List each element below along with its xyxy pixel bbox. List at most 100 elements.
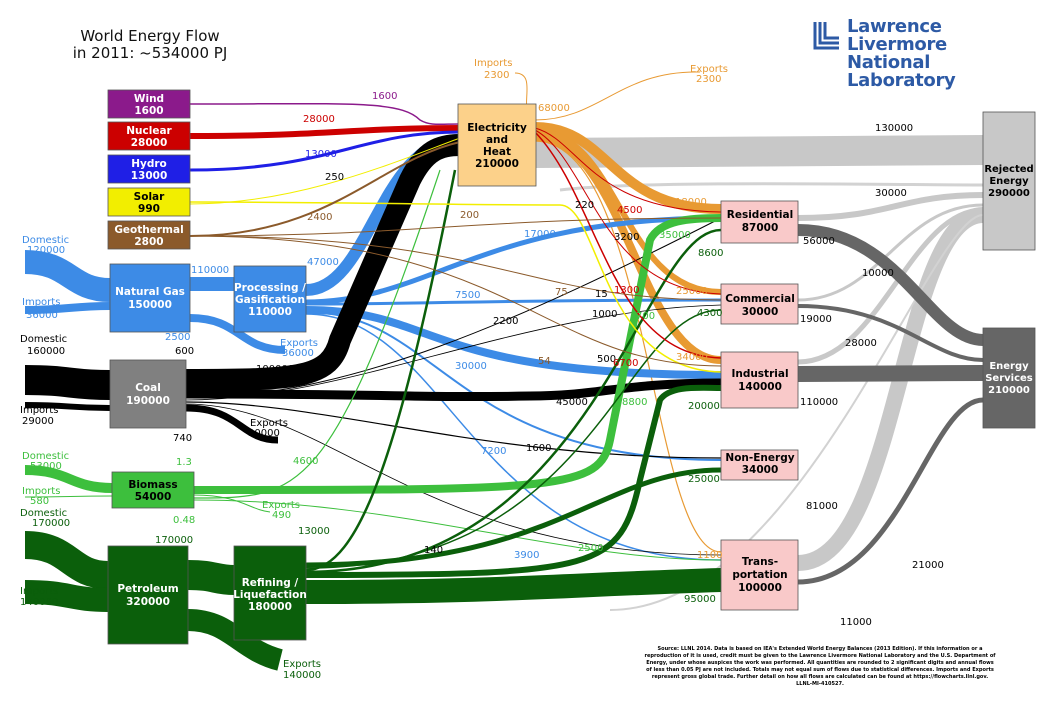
- flow-labels: Domestic120000Imports36000Domestic160000…: [20, 58, 944, 681]
- flow-refining-industrial: [305, 384, 722, 578]
- flow-coal-industrial: [185, 378, 722, 402]
- energy-services-flows: [797, 224, 984, 585]
- llnl-logo-icon: [813, 22, 839, 50]
- flow-value-label: Exports: [690, 64, 728, 75]
- industrial-label: Industrial: [731, 368, 788, 380]
- flow-value-label: 110000: [800, 397, 838, 408]
- flow-value-label: 2300: [484, 70, 509, 81]
- flow-biomass-exports: [193, 494, 271, 513]
- flow-value-label: 36000: [26, 310, 58, 321]
- flow-industrial-services: [797, 365, 984, 382]
- flow-value-label: 34000: [676, 352, 708, 363]
- flow-value-label: 3200: [614, 232, 639, 243]
- flow-coal-exports: [185, 404, 279, 444]
- flow-value-label: 95000: [684, 594, 716, 605]
- diagram-title: World Energy Flow in 2011: ~534000 PJ: [60, 28, 240, 62]
- flow-value-label: 120000: [27, 245, 65, 256]
- coal-value: 190000: [126, 395, 170, 407]
- geothermal-label: Geothermal: [114, 224, 183, 236]
- flow-electricity-exports: [534, 71, 701, 121]
- flow-value-label: Domestic: [22, 235, 69, 246]
- flow-value-label: 10000: [862, 268, 894, 279]
- logo-line-2: National Laboratory: [847, 52, 956, 91]
- flow-residential-services: [797, 224, 984, 346]
- flow-value-label: 25000: [676, 286, 708, 297]
- flow-value-label: Imports: [22, 297, 60, 308]
- electricity-value: 210000: [475, 158, 519, 170]
- source-nodes: [107, 89, 1036, 645]
- flow-value-label: 45000: [556, 397, 588, 408]
- flow-value-label: 220: [575, 200, 594, 211]
- flow-value-label: 20000: [688, 401, 720, 412]
- natural-gas-box: [109, 263, 191, 333]
- flow-biomass-electricity: [193, 169, 441, 499]
- flow-industrial-rejected: [797, 207, 984, 365]
- biomass-value: 54000: [135, 491, 172, 503]
- flow-value-label: 28000: [845, 338, 877, 349]
- biomass-flows: [24, 169, 722, 561]
- flow-coal-imports: [24, 402, 111, 411]
- petroleum-box: [107, 545, 189, 645]
- petroleum-label: Petroleum: [117, 583, 178, 595]
- flow-gas-exports: [189, 314, 286, 354]
- flow-value-label: 2500: [578, 543, 603, 554]
- flow-value-label: 170000: [32, 518, 70, 529]
- flow-petroleum-refining: [187, 560, 235, 595]
- solar-box: [107, 187, 191, 217]
- flow-value-label: 2500: [165, 332, 190, 343]
- flow-nuclear-commercial: [534, 129, 722, 295]
- flow-value-label: 7200: [481, 446, 506, 457]
- flow-solar-to-heat: [189, 137, 461, 205]
- flow-value-label: 6700: [613, 358, 638, 369]
- processing-label-1: Processing /: [234, 282, 306, 294]
- flow-petroleum-domestic: [24, 531, 109, 589]
- residential-label: Residential: [727, 209, 793, 221]
- nuclear-box: [107, 121, 191, 151]
- flow-biomass-domestic: [24, 465, 113, 493]
- services-box: [982, 327, 1036, 429]
- flow-value-label: 160000: [27, 346, 65, 357]
- nonenergy-label: Non-Energy: [725, 452, 794, 464]
- flow-biomass-imports: [24, 495, 113, 498]
- services-value: 210000: [988, 385, 1030, 396]
- flow-value-label: 130000: [875, 123, 913, 134]
- flow-petroleum-imports: [24, 580, 109, 612]
- flow-value-label: 140000: [283, 670, 321, 681]
- flow-value-label: 17000: [524, 229, 556, 240]
- flow-geothermal-electricity: [189, 141, 461, 237]
- flow-value-label: 580: [30, 496, 49, 507]
- nuclear-value: 28000: [131, 137, 168, 149]
- flow-value-label: 100000: [256, 364, 294, 375]
- source-labels: Wind 1600 Nuclear 28000 Hydro 13000 Sola…: [114, 93, 1033, 613]
- flow-value-label: 1.3: [176, 457, 192, 468]
- flow-value-label: 8600: [698, 248, 723, 259]
- flow-value-label: Exports: [262, 500, 300, 511]
- refining-label-1: Refining /: [242, 577, 299, 589]
- flow-geothermal-industrial: [189, 235, 722, 367]
- geothermal-box: [107, 220, 191, 250]
- flow-value-label: 13000: [305, 149, 337, 160]
- refining-label-2: Liquefaction: [233, 589, 307, 601]
- commercial-label: Commercial: [725, 293, 795, 305]
- logo-line-1: Lawrence Livermore: [847, 16, 947, 55]
- solar-value: 990: [138, 203, 160, 215]
- flow-value-label: 25000: [688, 474, 720, 485]
- flow-value-label: 490: [272, 510, 291, 521]
- coal-label: Coal: [135, 382, 161, 394]
- nonenergy-box: [720, 449, 799, 481]
- flow-value-label: 21000: [912, 560, 944, 571]
- flow-value-label: Exports: [280, 338, 318, 349]
- flow-value-label: 30000: [875, 188, 907, 199]
- industrial-value: 140000: [738, 381, 782, 393]
- flow-value-label: 700: [636, 311, 655, 322]
- flow-value-label: 2200: [493, 316, 518, 327]
- petroleum-value: 320000: [126, 596, 170, 608]
- flow-value-label: 18000: [675, 197, 707, 208]
- flow-value-label: 54: [538, 356, 551, 367]
- flow-value-label: Imports: [20, 405, 58, 416]
- flow-hydro-electricity: [189, 130, 461, 172]
- flow-value-label: 1000: [592, 309, 617, 320]
- llnl-logo: Lawrence Livermore National Laboratory: [813, 16, 1033, 90]
